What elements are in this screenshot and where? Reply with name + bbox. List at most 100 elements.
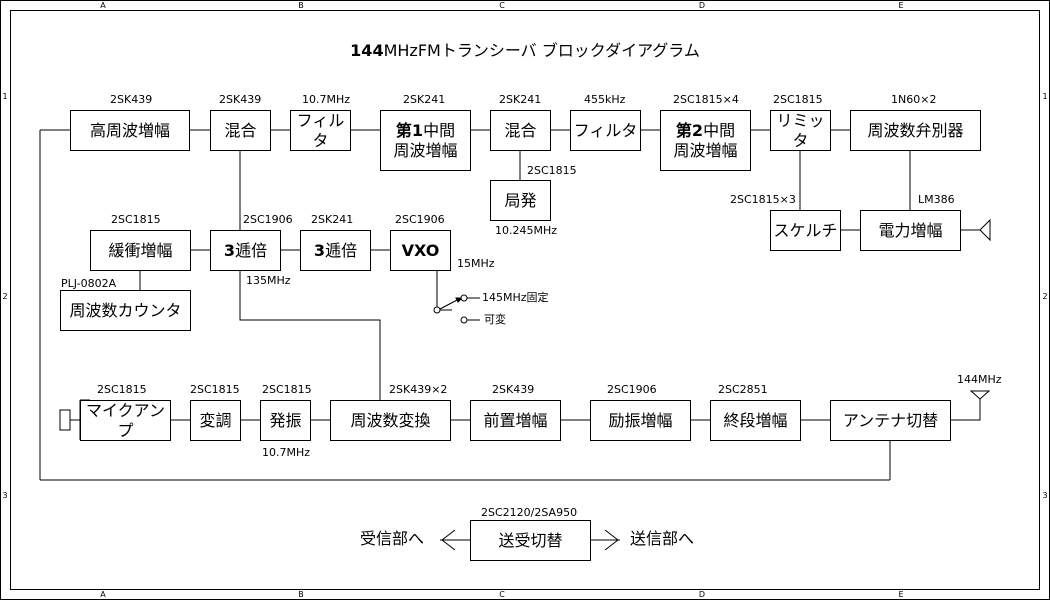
part-label: 2SC1906 xyxy=(243,213,293,226)
switch-terminal-variable xyxy=(460,316,468,324)
block-label-text: 逓倍 xyxy=(325,240,358,260)
grid-row-label: 3 xyxy=(2,491,8,500)
block-antenna-switch[interactable]: アンテナ切替 xyxy=(830,400,951,441)
antenna-frequency-note: 144MHz xyxy=(957,373,1002,386)
block-label-line2: 周波増幅 xyxy=(673,140,738,160)
part-label: 455kHz xyxy=(584,93,626,106)
block-label-text: 中間 xyxy=(423,120,456,140)
grid-row-label: 3 xyxy=(1042,491,1048,500)
block-second-if-amp[interactable]: 第2中間 周波増幅 xyxy=(660,110,751,171)
block-driver-amp[interactable]: 励振増幅 xyxy=(590,400,691,441)
grid-col-label: E xyxy=(898,590,904,599)
part-label: 2SC2120/2SA950 xyxy=(481,506,578,519)
wire xyxy=(239,270,381,400)
grid-row-label: 2 xyxy=(2,292,8,301)
block-frequency-discriminator[interactable]: 周波数弁別器 xyxy=(850,110,981,151)
part-label: 2SC1906 xyxy=(607,383,657,396)
diagram-title: 144MHzFMトランシーバ ブロックダイアグラム xyxy=(0,37,1050,61)
block-oscillator[interactable]: 発振 xyxy=(260,400,311,441)
block-label-line2: 周波増幅 xyxy=(393,140,458,160)
part-label: 2SK439×2 xyxy=(389,383,448,396)
grid-col-label: C xyxy=(499,1,505,10)
block-buffer-amp[interactable]: 緩衝増幅 xyxy=(90,230,191,271)
grid-col-label: B xyxy=(298,1,304,10)
part-label: 2SC1815×3 xyxy=(730,193,796,206)
speaker-icon xyxy=(979,218,991,242)
part-label: 2SK241 xyxy=(311,213,354,226)
freq-select-switch xyxy=(433,294,480,324)
part-label: 2SC1815×4 xyxy=(673,93,739,106)
frequency-note: 10.245MHz xyxy=(495,224,558,237)
grid-col-label: A xyxy=(100,1,106,10)
block-power-amp[interactable]: 電力増幅 xyxy=(860,210,961,251)
grid-col-label: C xyxy=(499,590,505,599)
grid-row-label: 2 xyxy=(1042,292,1048,301)
part-label: 2SC1815 xyxy=(190,383,240,396)
part-label: 2SC2851 xyxy=(718,383,768,396)
switch-option-fixed[interactable]: 145MHz固定 xyxy=(482,291,549,304)
part-label: 2SC1815 xyxy=(262,383,312,396)
part-label: 2SC1815 xyxy=(527,164,577,177)
block-label-line1: 第1中間 xyxy=(396,121,455,141)
destination-receiver-label: 受信部へ xyxy=(360,529,425,548)
switch-lever-tip xyxy=(455,297,464,303)
switch-common-terminal xyxy=(433,306,441,314)
switch-option-variable[interactable]: 可変 xyxy=(484,313,506,326)
title-rest: MHzFMトランシーバ ブロックダイアグラム xyxy=(383,41,700,60)
grid-col-label: E xyxy=(898,1,904,10)
part-label: 2SK439 xyxy=(110,93,153,106)
part-label: 2SC1815 xyxy=(773,93,823,106)
block-frequency-counter[interactable]: 周波数カウンタ xyxy=(60,290,191,331)
block-label-bold: 第2 xyxy=(675,120,704,140)
title-bold: 144 xyxy=(350,41,384,60)
arrow-right xyxy=(604,529,619,551)
part-label: 2SC1906 xyxy=(395,213,445,226)
block-final-amp[interactable]: 終段増幅 xyxy=(710,400,801,441)
drawing-inner-frame xyxy=(10,10,1040,590)
frequency-note: 10.7MHz xyxy=(262,446,311,459)
block-mic-amp[interactable]: マイクアンプ xyxy=(80,400,171,441)
block-filter-10-7mhz[interactable]: フィルタ xyxy=(290,110,351,151)
block-label-bold: 3 xyxy=(223,240,236,260)
switch-terminal-fixed xyxy=(460,294,468,302)
block-label-line1: 第2中間 xyxy=(676,121,735,141)
destination-transmitter-label: 送信部へ xyxy=(630,529,695,548)
part-label: 1N60×2 xyxy=(891,93,937,106)
block-label-text: 逓倍 xyxy=(235,240,268,260)
block-frequency-converter[interactable]: 周波数変換 xyxy=(330,400,451,441)
block-mixer-2[interactable]: 混合 xyxy=(490,110,551,151)
block-label-bold: 第1 xyxy=(395,120,424,140)
part-label: LM386 xyxy=(918,193,955,206)
block-label-bold: 3 xyxy=(313,240,326,260)
block-pre-amp[interactable]: 前置増幅 xyxy=(470,400,561,441)
block-rf-amp[interactable]: 高周波増幅 xyxy=(70,110,190,151)
grid-col-label: D xyxy=(698,1,706,10)
part-label: 2SC1815 xyxy=(97,383,147,396)
grid-row-label: 1 xyxy=(1042,92,1048,101)
wire xyxy=(950,399,981,421)
grid-col-label: A xyxy=(100,590,106,599)
block-first-if-amp[interactable]: 第1中間 周波増幅 xyxy=(380,110,471,171)
arrow-left xyxy=(441,529,456,551)
block-vxo[interactable]: VXO xyxy=(390,230,451,271)
frequency-note: 15MHz xyxy=(457,257,495,270)
block-filter-455khz[interactable]: フィルタ xyxy=(570,110,641,151)
grid-col-label: B xyxy=(298,590,304,599)
part-label: 2SK241 xyxy=(499,93,542,106)
part-label: 2SC1815 xyxy=(111,213,161,226)
part-label: 10.7MHz xyxy=(302,93,351,106)
part-label: 2SK439 xyxy=(219,93,262,106)
grid-col-label: D xyxy=(698,590,706,599)
block-limiter[interactable]: リミッタ xyxy=(770,110,831,151)
grid-row-label: 1 xyxy=(2,92,8,101)
frequency-note: 135MHz xyxy=(246,274,291,287)
block-squelch[interactable]: スケルチ xyxy=(770,210,841,251)
block-tr-switch[interactable]: 送受切替 xyxy=(470,520,591,561)
block-mixer-1[interactable]: 混合 xyxy=(210,110,271,151)
block-local-oscillator[interactable]: 局発 xyxy=(490,180,551,221)
part-label: 2SK439 xyxy=(492,383,535,396)
block-modulator[interactable]: 変調 xyxy=(190,400,241,441)
